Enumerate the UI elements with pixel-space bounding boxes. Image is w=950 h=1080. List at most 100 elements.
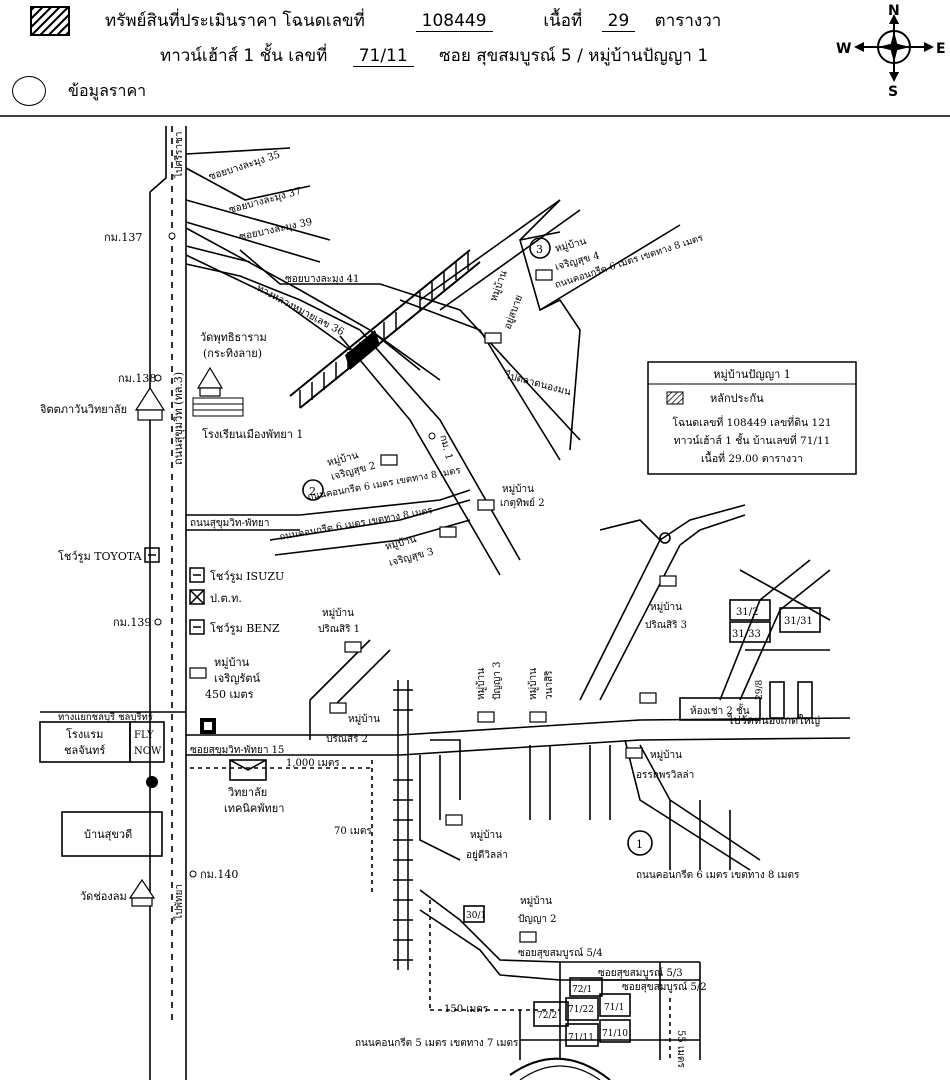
dist-55: 55 เมตร (675, 1030, 686, 1068)
lot-71-1: 71/1 (604, 1003, 624, 1013)
village-kasetsuk2b: เกตุทิพย์ 2 (500, 497, 545, 509)
road-nongprue: ไปวัดหนองเกตใหญ่ (727, 714, 820, 727)
village-prinsiri3b: ปริณสิริ 3 (645, 620, 687, 631)
road-hwy36: ทางหลวงหมายเลข 36 (255, 283, 346, 338)
header-line2: ทาวน์เฮ้าส์ 1 ชั้น เลขที่ 71/11 ซอย สุขส… (160, 42, 708, 69)
road-concrete5: ถนนคอนกรีต 5 เมตร เขตทาง 7 เมตร (355, 1037, 519, 1049)
area-value: 29 (601, 11, 636, 32)
road-soi52: ซอยสุขสมบูรณ์ 5/2 (622, 981, 707, 993)
hotel-label: โรงแรม (66, 727, 103, 741)
wat-sub: (กระทิงลาย) (203, 347, 262, 360)
compass-w: W (836, 41, 851, 57)
property-location: ซอย สุขสมบูรณ์ 5 / หมู่บ้านปัญญา 1 (439, 46, 709, 66)
dist-1000: 1,000 เมตร (286, 758, 340, 769)
village-panya3b: ปัญญา 3 (492, 661, 503, 700)
road-soi37: ซอยบางละมุง 37 (228, 186, 303, 216)
lot-29-8: 29/8 (755, 680, 765, 700)
village-panya3: หมู่บ้าน (475, 668, 487, 700)
village-jaroensuk3: หมู่บ้าน (384, 533, 418, 553)
lot-31-33: 31/33 (732, 629, 761, 640)
legend-title: หมู่บ้านปัญญา 1 (713, 368, 791, 381)
road-concrete-b: ถนนคอนกรีต 6 เมตร เขตทาง 8 เมตร (306, 464, 461, 503)
lot-30-1: 30/1 (466, 911, 486, 921)
lot-71-22: 71/22 (568, 1005, 594, 1015)
temple-icon (128, 366, 224, 907)
lot-71-11: 71/11 (568, 1033, 594, 1043)
lot-71-10: 71/10 (602, 1029, 628, 1039)
chitta-label: จิตตภาวันวิทยาลัย (39, 403, 127, 416)
village-jaroensuk4: หมู่บ้าน (554, 235, 588, 255)
header-title: ทรัพย์สินที่ประเมินราคา โฉนดเลขที่ (105, 11, 365, 31)
property-type: ทาวน์เฮ้าส์ 1 ชั้น เลขที่ (160, 46, 328, 66)
compass-s: S (888, 84, 898, 100)
school-label: โรงเรียนเมืองพัทยา 1 (202, 427, 303, 441)
legend-line2: ทาวน์เฮ้าส์ 1 ชั้น บ้านเลขที่ 71/11 (674, 433, 831, 447)
road-soi54: ซอยสุขสมบูรณ์ 5/4 (518, 947, 603, 959)
compass-e: E (936, 41, 946, 57)
toyota-label: โชว์รูม TOYOTA (58, 549, 143, 563)
fly-label2: NOW (134, 746, 162, 757)
village-prinsiri2: หมู่บ้าน (348, 713, 380, 725)
price-marker-icon (12, 76, 46, 106)
road-soi41: ซอยบางละมุง 41 (285, 274, 359, 285)
compass-n: N (888, 3, 900, 19)
area-unit: ตารางวา (654, 11, 722, 31)
header-line1: ทรัพย์สินที่ประเมินราคา โฉนดเลขที่ 10844… (105, 7, 721, 34)
village-orradab: อรรถพรวิลล่า (636, 770, 694, 781)
post-label: ป.ต.ท. (210, 592, 242, 605)
dist-150: 150 เมตร (444, 1004, 489, 1015)
village-panya2b: ปัญญา 2 (518, 914, 557, 925)
road-main-top: ไปศรีราชา (173, 132, 185, 179)
shophouse-label: ห้องเช่า 2 ชั้น (690, 703, 750, 717)
road-soi35: ซอยบางละมุง 35 (208, 149, 282, 182)
road-main-mid: ถนนสุขุมวิท (ทล.3) (172, 372, 185, 465)
village-orrada: หมู่บ้าน (650, 749, 682, 761)
fly-label: FLY (134, 730, 154, 741)
village-kasetsuk2: หมู่บ้าน (502, 483, 534, 495)
road-concrete-bottom: ถนนคอนกรีต 6 เมตร เขตทาง 8 เมตร (636, 869, 800, 881)
dist-450: 450 เมตร (205, 688, 254, 701)
lot-31-31: 31/31 (784, 616, 813, 627)
village-wanasi: หมู่บ้าน (527, 668, 539, 700)
compass-rose-icon: N S W E (836, 3, 946, 100)
price-point-3: 3 (536, 243, 543, 256)
village-prinsiri1b: ปริณสิริ 1 (318, 624, 360, 635)
village-yusabaib: อยู่สบาย (502, 294, 525, 331)
village-yudeeb: อยู่ดีวิลล่า (466, 849, 508, 861)
price-point-1: 1 (636, 838, 643, 851)
road-soi39: ซอยบางละมุง 39 (238, 217, 313, 243)
price-point-2: 2 (309, 485, 316, 498)
lot-72-2: 72/2 (537, 1011, 557, 1021)
jaroenrat-label2: เจริญรัตน์ (214, 672, 261, 685)
km138-label: กม.138 (118, 372, 156, 385)
village-prinsiri3: หมู่บ้าน (650, 601, 682, 613)
km137-label: กม.137 (104, 231, 142, 244)
village-prinsiri2b: ปริณสิริ 2 (326, 734, 368, 745)
suksawadee-label: บ้านสุขวดี (84, 828, 132, 841)
area-label: เนื้อที่ (543, 11, 583, 31)
road-soi53: ซอยสุขสมบูรณ์ 5/3 (598, 967, 683, 979)
km140-label: กม.140 (200, 868, 238, 881)
road-chon: ทางแยกชลบุรี ชลบุรีทร์ (58, 711, 153, 723)
jaroenrat-label: หมู่บ้าน (214, 656, 250, 669)
price-legend-label: ข้อมูลราคา (68, 81, 147, 100)
village-yudee: หมู่บ้าน (470, 829, 502, 841)
college-label2: เทคนิคพัทยา (224, 802, 284, 815)
km1-label: กม. 1 (437, 434, 454, 461)
legend-line1: โฉนดเลขที่ 108449 เลขที่ดิน 121 (672, 415, 831, 429)
lot-72-1: 72/1 (572, 985, 592, 995)
hotel-label2: ชลจันทร์ (64, 744, 105, 757)
wat-phutthitharam: วัดพุทธิธาราม (200, 331, 267, 344)
legend-line3: เนื้อที่ 29.00 ตารางวา (701, 451, 803, 465)
road-sukhumvit-pattaya15: ซอยสุขุมวิท-พัทยา 15 (190, 745, 284, 756)
road-main-bottom: ไปพัทยา (173, 884, 185, 921)
village-prinsiri1: หมู่บ้าน (322, 607, 354, 619)
deed-number: 108449 (415, 11, 493, 32)
road-sukhumvit-pattaya: ถนนสุขุมวิท-พัทยา (190, 518, 270, 529)
isuzu-label: โชว์รูม ISUZU (210, 569, 284, 583)
lot-31-2: 31/2 (736, 607, 758, 618)
village-wanasib: วนาสิริ (544, 670, 555, 700)
wat-chong-label: วัดช่องลม (80, 890, 127, 903)
house-number: 71/11 (352, 46, 414, 67)
